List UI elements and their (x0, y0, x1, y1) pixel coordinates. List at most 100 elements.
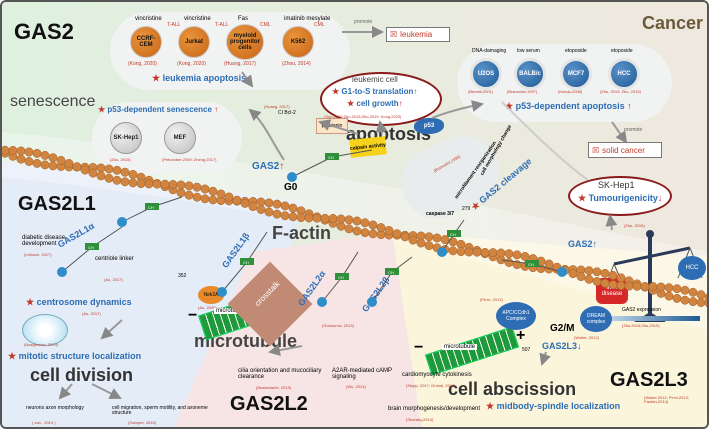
arrow-up-icon: ↑ (413, 87, 418, 96)
actin-bead (80, 165, 90, 175)
mt-minus-left: − (188, 307, 198, 324)
actin-bead (368, 220, 378, 230)
title-senescence: senescence (10, 93, 96, 110)
leukemia-cell-ccrf-label: CCRF-CEM (136, 36, 156, 48)
actin-bead (288, 203, 298, 213)
arrow-down-icon: ↓ (577, 341, 582, 351)
caspase-label: caspase 3/7 (426, 211, 455, 217)
arrow-up-icon: ↑ (624, 101, 632, 111)
scale-ref: (Zhu,2015;Zhu,2019) (622, 323, 660, 328)
protein-head (117, 217, 127, 227)
gas2l3-text: GAS2L3 (542, 341, 578, 351)
p53-cond-3: etoposide (565, 48, 587, 54)
actin-bead (248, 202, 258, 212)
leukemia-cell-jurkat: Jurkat (178, 26, 210, 58)
ch-domain-label: CH (88, 245, 94, 250)
actin-bead (88, 168, 98, 178)
neurons-label: neurons axon morphology (26, 405, 84, 411)
actin-bead (408, 235, 418, 245)
tumour-ref: (Zhu, 2015) (624, 223, 645, 228)
protein-head (217, 287, 227, 297)
site-352: 352 (178, 273, 187, 279)
solid-cancer-promote: promote (624, 127, 643, 133)
p53-cell-mcf7-label: MCF7 (567, 71, 585, 77)
ch-domain (447, 230, 461, 237)
actin-bead (216, 189, 226, 199)
senescence-ref-2: (Petrovabe,2009; Zheng,2017) (162, 157, 217, 162)
p53-protein: p53 (414, 118, 444, 134)
p53-cell-balbc: BALB/c (514, 58, 546, 90)
protein-head (367, 297, 377, 307)
arrow-up-icon: ↑ (398, 99, 403, 108)
migration-label: cell migration, sperm motility, and axon… (112, 405, 208, 417)
senescence-cell-mef: MEF (164, 122, 196, 154)
actin-bead (576, 272, 586, 282)
title-gas2l2: GAS2L2 (230, 393, 308, 415)
tumour-label: ★ Tumourigenicity↓ (578, 193, 662, 203)
arrow-up-icon: ↑ (592, 239, 598, 249)
ci-bcl2: CI Bcl-2 (278, 110, 308, 122)
cilia-ref: (Bustamante, 2019) (256, 385, 292, 390)
leukemia-cell-k562: K562 (282, 26, 314, 58)
star-icon: ★ (486, 401, 497, 411)
star-icon: ★ (26, 297, 37, 307)
apc-label: APC/CCdh1 Complex (502, 310, 530, 322)
leukemia-cell-jurkat-label: Jurkat (184, 39, 203, 45)
senescence-ref-top: (Huang, 2017) (264, 104, 290, 109)
actin-bead (384, 226, 394, 235)
apc-ref: (Pe'er, 2013) (480, 297, 503, 302)
leukemia-drug-1: vincristine (135, 16, 162, 22)
star-icon: ★ (332, 87, 340, 96)
centrosome-label: ★ centrosome dynamics (26, 297, 132, 307)
gas2l3-label: GAS2L3↓ (542, 341, 582, 351)
leukemic-ref: (Sun,2016;Zhu,2015;Zhu,2019; Kong,2020) (324, 114, 402, 119)
gas2-core-label: GAS2↑ (252, 161, 284, 173)
leukemia-ref-1: (Kong, 2020) (128, 61, 157, 67)
leukemia-type-1: T-ALL (167, 22, 181, 28)
star-icon: ★ (152, 73, 163, 83)
actin-bead (416, 238, 426, 248)
protein-head (57, 267, 67, 277)
ch-domain (335, 273, 349, 280)
migration-ref: (Gamper, 2016) (128, 420, 157, 425)
p53-ref-4: (Zhu, 2019; Zhu, 2015) (600, 89, 641, 94)
ch-domain-label: CH (243, 260, 249, 265)
cilia-label: cilia orientation and mucociliary cleara… (238, 368, 322, 381)
p53-cell-balbc-label: BALB/c (519, 71, 541, 77)
cardio-label: cardiomyocyte cytokinesis (402, 372, 472, 378)
a2ar-label: A2AR-mediated cAMP signaling (332, 368, 392, 381)
actin-bead (704, 299, 707, 308)
leukemic-line1: ★ G1-to-S translation↑ (332, 87, 418, 96)
leukemia-cell-myeloid-label: myeloid progenitor cells (230, 33, 260, 51)
midbody-label: ★ midbody-spindle localization (486, 401, 620, 411)
senescence-cell-skhep1: SK-Hep1 (110, 122, 142, 154)
p53-cell-u2os-label: U2OS (477, 71, 495, 77)
p53-apoptosis-text: p53-dependent apoptosis (515, 101, 625, 111)
senescence-label: ★ p53-dependent senescence ↑ (98, 105, 218, 114)
neurons-ref: ( van , 2019 ) (32, 420, 56, 425)
brain-ref: (Sharaby,2014) (406, 417, 434, 422)
mitotic-spindle-icon (22, 314, 68, 346)
title-gas2l3: GAS2L3 (610, 369, 688, 391)
leukemic-line1-text: G1-to-S translation (341, 87, 414, 96)
ch-domain (240, 258, 254, 265)
actin-bead (688, 287, 698, 297)
actin-bead (608, 270, 618, 280)
leukemia-cell-k562-label: K562 (290, 39, 306, 45)
ch-domain (85, 243, 99, 250)
star-icon: ★ (578, 193, 589, 203)
leukemia-promote: promote (354, 19, 373, 25)
site-507: 507 (522, 347, 531, 353)
leukemia-type-2: T-ALL (215, 22, 229, 28)
apc-complex: APC/CCdh1 Complex (496, 302, 536, 330)
title-gas2l1: GAS2L1 (18, 193, 96, 215)
p53-cond-1: DNA-damaging (472, 48, 507, 54)
p53-cell-hcc-label: HCC (617, 71, 631, 77)
star-icon: ★ (347, 99, 355, 108)
gas2l2-ref-mid: (Goriounov, 2013) (322, 323, 354, 328)
title-gas2: GAS2 (14, 19, 74, 44)
mitotic-text: mitotic structure localization (18, 351, 142, 361)
tumour-oval (568, 176, 672, 216)
